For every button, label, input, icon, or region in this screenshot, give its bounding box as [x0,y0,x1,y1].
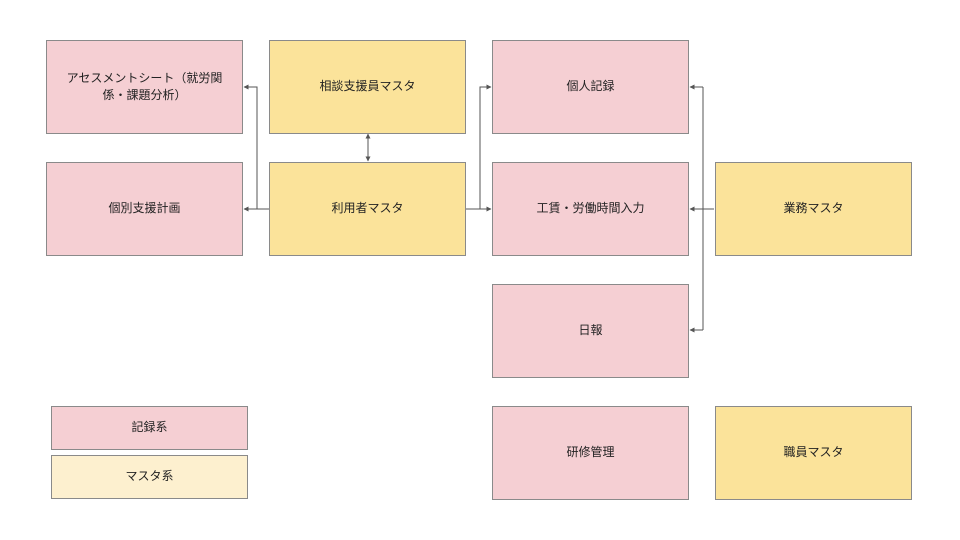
legend-record: 記録系 [51,406,248,450]
node-work-master-label: 業務マスタ [783,201,844,216]
node-individual-plan: 個別支援計画 [46,162,243,256]
node-staff-master-label: 職員マスタ [783,445,844,460]
node-wage-input-label: 工賃・労働時間入力 [536,201,645,216]
node-user-master: 利用者マスタ [269,162,466,256]
node-individual-plan-label: 個別支援計画 [108,201,181,216]
node-user-master-label: 利用者マスタ [331,201,404,216]
node-work-master: 業務マスタ [715,162,912,256]
node-staff-master: 職員マスタ [715,406,912,500]
node-wage-input: 工賃・労働時間入力 [492,162,689,256]
node-assessment-label: アセスメントシート（就労関係・課題分析） [66,70,223,102]
node-consultant-master-label: 相談支援員マスタ [319,79,416,94]
edge-user-personal-record [479,84,492,209]
node-consultant-master: 相談支援員マスタ [269,40,466,134]
legend-master-label: マスタ系 [125,469,174,484]
node-daily-report: 日報 [492,284,689,378]
legend-record-label: 記録系 [131,420,168,435]
legend-master: マスタ系 [51,455,248,499]
node-daily-report-label: 日報 [578,323,603,338]
node-personal-record-label: 個人記録 [566,79,615,94]
node-training-label: 研修管理 [566,445,615,460]
node-assessment: アセスメントシート（就労関係・課題分析） [46,40,243,134]
node-training: 研修管理 [492,406,689,500]
edge-user-assessment [243,84,258,209]
node-personal-record: 個人記録 [492,40,689,134]
